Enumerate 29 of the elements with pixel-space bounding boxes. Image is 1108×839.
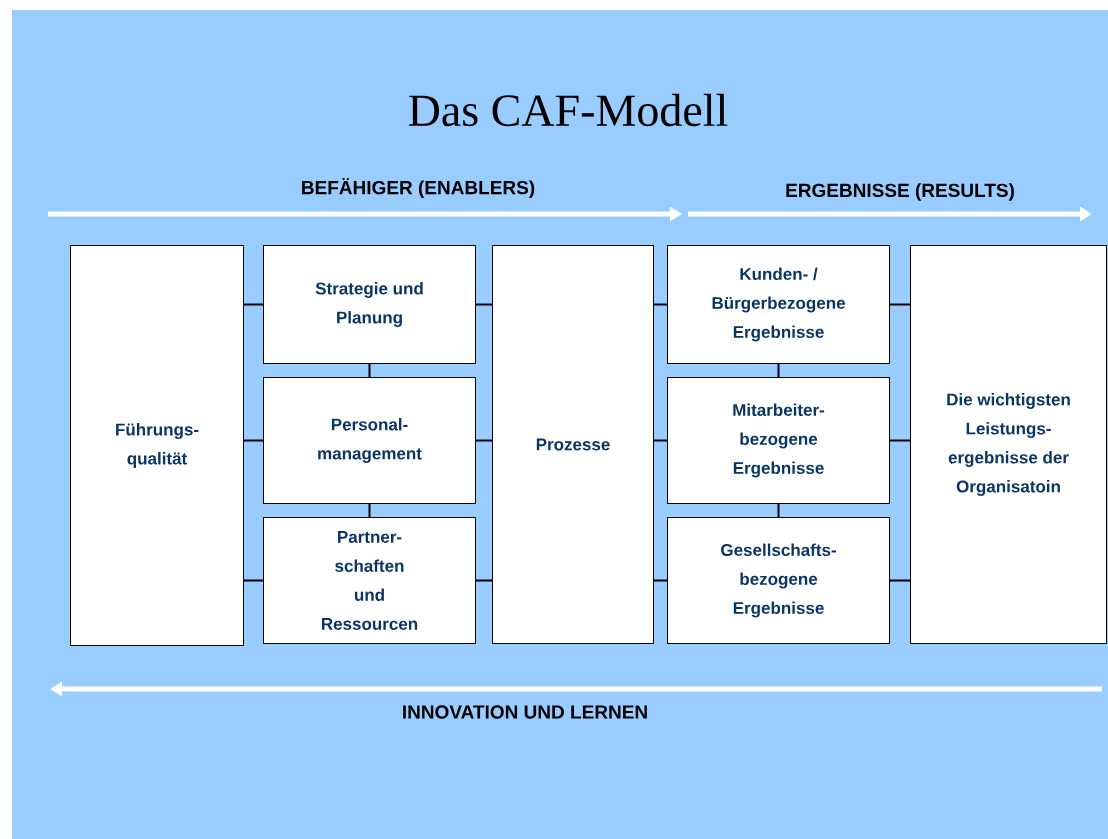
- section-label: ERGEBNISSE (RESULTS): [786, 183, 1014, 201]
- box: Prozesse: [492, 245, 654, 644]
- connector-line: [889, 303, 911, 306]
- connector-line: [243, 303, 264, 306]
- connector-line: [243, 579, 264, 582]
- connector-line: [475, 303, 493, 306]
- title: Das CAF-Modell: [408, 93, 728, 127]
- box: Strategie und Planung: [263, 245, 476, 364]
- box: Kunden- / Bürgerbezogene Ergebnisse: [667, 245, 890, 364]
- connector-line: [777, 503, 780, 518]
- box: Führungs- qualität: [70, 245, 244, 646]
- box: Gesellschafts- bezogene Ergebnisse: [667, 517, 890, 644]
- connector-line: [889, 439, 911, 442]
- connector-line: [653, 303, 668, 306]
- connector-line: [777, 363, 780, 378]
- section-label: BEFÄHIGER (ENABLERS): [302, 177, 535, 199]
- section-label: INNOVATION UND LERNEN: [403, 705, 647, 719]
- connector-line: [475, 579, 493, 582]
- connector-line: [368, 503, 371, 518]
- connector-line: [368, 363, 371, 378]
- box: Die wichtigsten Leistungs- ergebnisse der Organisatoin: [910, 245, 1107, 644]
- connector-line: [653, 579, 668, 582]
- box: Mitarbeiter- bezogene Ergebnisse: [667, 377, 890, 504]
- box: Personal- management: [263, 377, 476, 504]
- box: Partner- schaften und Ressourcen: [263, 517, 476, 644]
- connector-line: [475, 439, 493, 442]
- connector-line: [653, 439, 668, 442]
- connector-line: [243, 439, 264, 442]
- connector-line: [889, 579, 911, 582]
